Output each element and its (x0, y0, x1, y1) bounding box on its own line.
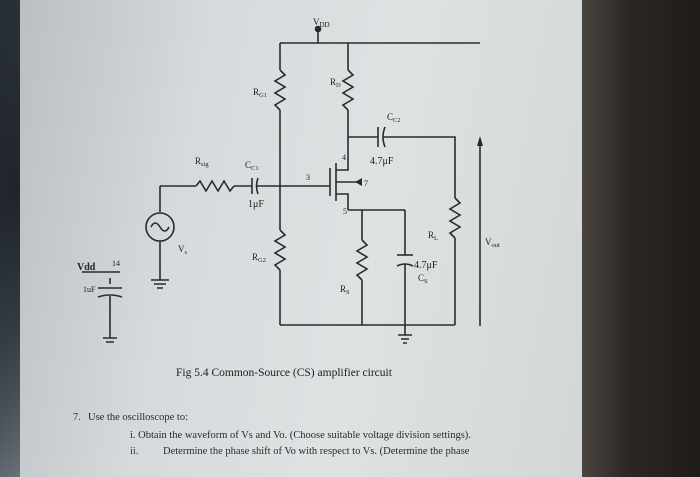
rd-label: RD (330, 77, 341, 89)
cs-label: CS (418, 273, 428, 285)
rl-label: RL (428, 230, 438, 242)
vout-arrow-icon (477, 136, 483, 146)
question-title: Use the oscilloscope to: (88, 412, 189, 423)
source-lead (336, 193, 349, 210)
side-vdd-label: Vdd (77, 262, 96, 273)
cc1-value: 1μF (248, 199, 264, 210)
photo-dark-edge (582, 0, 700, 477)
drain-node-label: 4 (342, 153, 346, 162)
rd-resistor (341, 69, 355, 111)
side-cap-plate-bottom (97, 294, 123, 298)
vs-ground (151, 279, 169, 289)
cs-ground (398, 334, 412, 344)
rs-label: RS (340, 284, 350, 296)
rg2-label: RG2 (252, 252, 266, 264)
paper-sheet (20, 0, 585, 477)
vs-sine (150, 222, 170, 232)
figure-caption: Fig 5.4 Common-Source (CS) amplifier cir… (176, 367, 392, 379)
cc2-value: 4.7μF (370, 156, 394, 167)
vs-label: Vs (178, 244, 188, 256)
question-number: 7. (73, 412, 81, 423)
cc1-label: CC1 (245, 160, 259, 172)
side-ground (103, 337, 117, 343)
cc1-plate-right (255, 177, 259, 195)
rg1-label: RG1 (253, 87, 267, 99)
cs-value: 4.7μF (414, 260, 438, 271)
source-node-label: 5 (343, 207, 347, 216)
rsig-resistor (195, 179, 235, 193)
rsig-label: Rsig (195, 156, 209, 168)
cc2-label: CC2 (387, 112, 401, 124)
drain-lead (336, 160, 349, 171)
body-arrow-icon (355, 178, 362, 186)
vout-label: Vout (485, 237, 500, 249)
rl-resistor (448, 197, 462, 239)
question-item-i: i. Obtain the waveform of Vs and Vo. (Ch… (130, 430, 471, 441)
vdd-top-label: VDD (313, 17, 330, 29)
gate-node-label: 3 (306, 173, 310, 182)
body-node-label: 7 (364, 179, 368, 188)
side-vdd-node-label: 14 (112, 259, 120, 268)
rg1-resistor (273, 69, 287, 111)
rs-resistor (355, 239, 369, 281)
rg2-resistor (273, 229, 287, 271)
question-item-ii: Determine the phase shift of Vo with res… (163, 446, 470, 457)
side-cap-value: 1uF (83, 285, 96, 294)
question-item-ii-marker: ii. (130, 446, 139, 457)
